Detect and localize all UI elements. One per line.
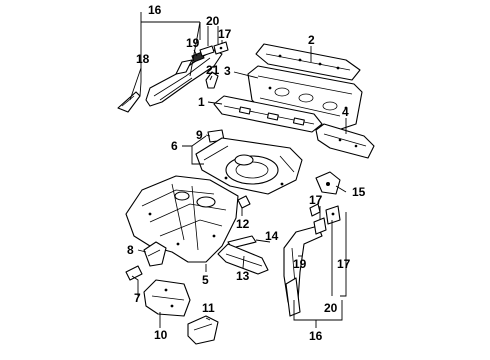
callout-17-top: 17 bbox=[218, 27, 232, 41]
callout-16-top: 16 bbox=[148, 3, 162, 17]
part-6-trunk-floor bbox=[195, 137, 303, 195]
part-1-crossmember bbox=[213, 95, 323, 133]
part-19-bracket-bottom bbox=[313, 217, 327, 235]
part-12-clip bbox=[237, 195, 251, 209]
callout-1: 1 bbox=[198, 95, 205, 109]
callout-8: 8 bbox=[127, 243, 134, 257]
callout-17-right: 17 bbox=[309, 193, 323, 207]
part-4-lower-panel bbox=[315, 123, 375, 159]
callout-19-top: 19 bbox=[186, 36, 200, 50]
part-16-rear-rail-top bbox=[145, 49, 223, 107]
callout-18: 18 bbox=[136, 52, 150, 66]
callout-19-bottom: 19 bbox=[293, 257, 307, 271]
callout-16-bottom: 16 bbox=[309, 329, 323, 343]
part-8-bracket bbox=[143, 241, 167, 267]
callout-3: 3 bbox=[224, 64, 231, 78]
callout-13: 13 bbox=[236, 269, 250, 283]
part-10-lower-panel bbox=[143, 279, 191, 317]
part-2-back-panel-upper bbox=[255, 43, 361, 81]
callout-11: 11 bbox=[202, 301, 215, 315]
part-17-bracket-top bbox=[213, 41, 229, 55]
part-20-bracket-top bbox=[199, 45, 215, 57]
callout-6: 6 bbox=[171, 139, 178, 153]
callout-15: 15 bbox=[352, 185, 366, 199]
part-18-bracket bbox=[117, 91, 141, 113]
callout-12: 12 bbox=[236, 217, 250, 231]
callout-7: 7 bbox=[134, 291, 141, 305]
callout-14: 14 bbox=[265, 229, 279, 243]
part-15-bracket bbox=[315, 171, 341, 195]
callout-17-bottom: 17 bbox=[337, 257, 351, 271]
callout-2: 2 bbox=[308, 33, 315, 47]
callout-9: 9 bbox=[196, 128, 203, 142]
part-16-rear-rail-bottom bbox=[283, 225, 323, 317]
part-7-bracket bbox=[125, 265, 143, 281]
callout-21: 21 bbox=[206, 63, 220, 77]
part-20-bracket-bottom bbox=[325, 205, 341, 225]
callout-5: 5 bbox=[202, 273, 209, 287]
part-5-floor-pan bbox=[125, 175, 239, 263]
callout-4: 4 bbox=[342, 105, 349, 119]
part-21-clip bbox=[205, 71, 219, 89]
callout-10: 10 bbox=[154, 328, 168, 342]
part-11-lower-patch bbox=[187, 315, 219, 345]
callout-20-top: 20 bbox=[206, 14, 220, 28]
callout-20-bottom: 20 bbox=[324, 301, 338, 315]
